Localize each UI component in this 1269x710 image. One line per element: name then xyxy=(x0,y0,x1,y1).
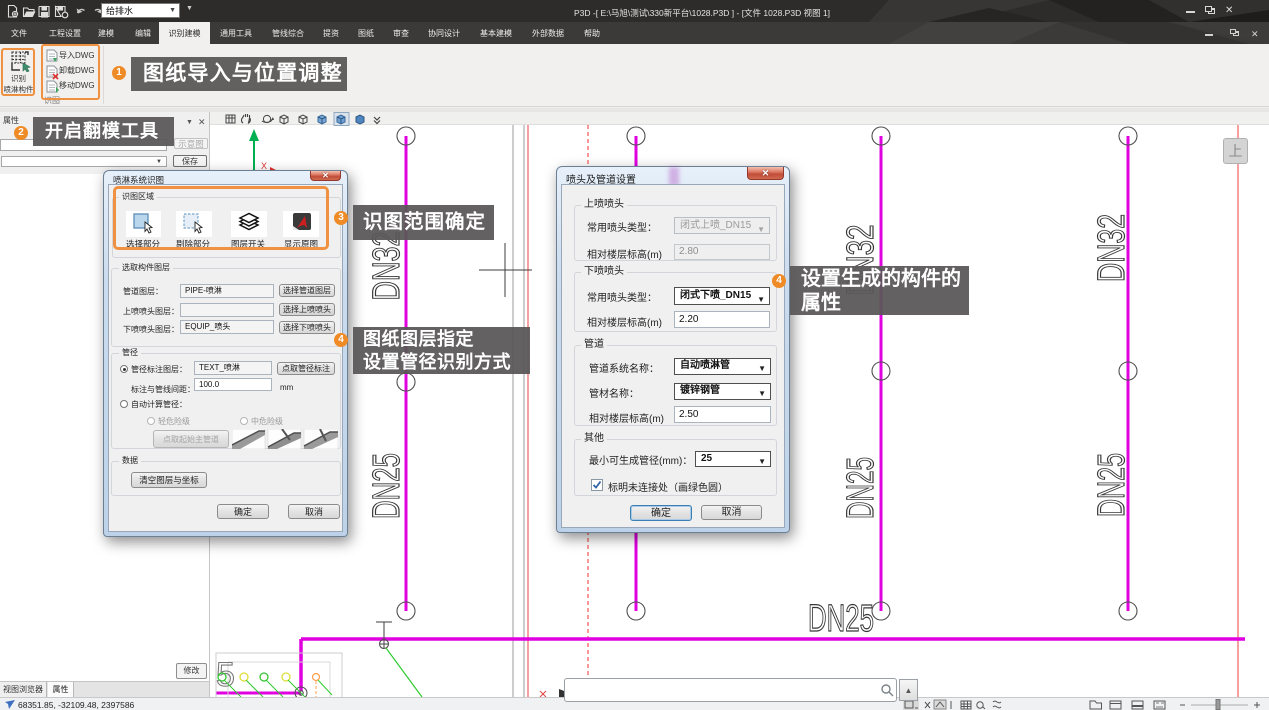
svg-text:DN25: DN25 xyxy=(1091,453,1133,517)
svg-text:X: X xyxy=(261,161,267,171)
svg-text:DN32: DN32 xyxy=(1091,214,1133,282)
svg-text:DN25: DN25 xyxy=(808,598,874,640)
svg-text:DN25: DN25 xyxy=(840,457,882,519)
svg-text:DN25: DN25 xyxy=(366,453,408,519)
svg-text:DN32: DN32 xyxy=(366,232,408,301)
